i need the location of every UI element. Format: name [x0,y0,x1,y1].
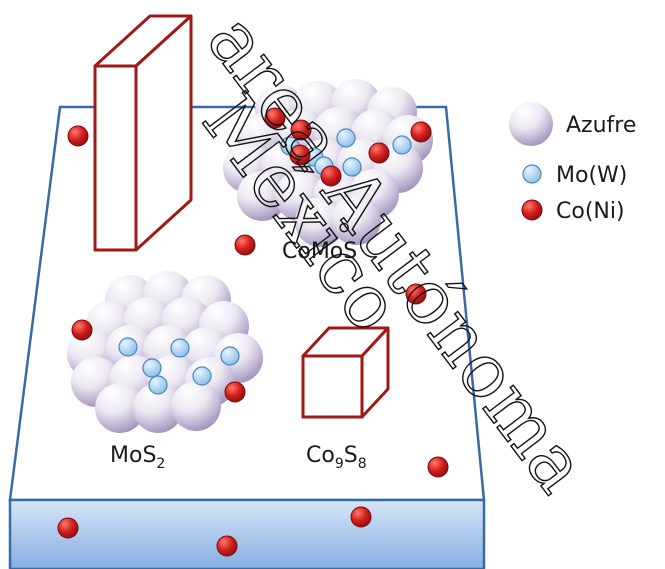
co9s8-cube [301,326,390,419]
legend: Azufre Mo(W) Co(Ni) [509,102,636,224]
label-mos2-base: MoS [110,443,156,468]
tall-prism [93,14,193,252]
legend-co-icon [521,199,543,221]
legend-mo-icon [522,164,542,184]
label-mos2-sub: 2 [156,456,165,472]
label-co9s8-a: Co [306,443,335,468]
legend-label-azufre: Azufre [566,113,636,138]
mos2-co-atoms [71,319,246,403]
label-co9s8-b-sub: 8 [358,456,367,472]
label-co9s8-b: S [344,443,358,468]
support-front-face [8,498,486,569]
label-co9s8: Co9S8 [306,443,367,472]
mos2-mo-atoms [118,337,240,395]
label-mos2: MoS2 [110,443,165,472]
label-comos: CoMoS [282,239,357,264]
legend-label-mo: Mo(W) [556,163,627,188]
legend-label-co: Co(Ni) [556,199,625,224]
label-co9s8-a-sub: 9 [335,456,344,472]
legend-sulfur-icon [509,102,553,146]
dispersed-co-atoms [57,125,449,557]
comos-co-atoms [264,107,432,187]
